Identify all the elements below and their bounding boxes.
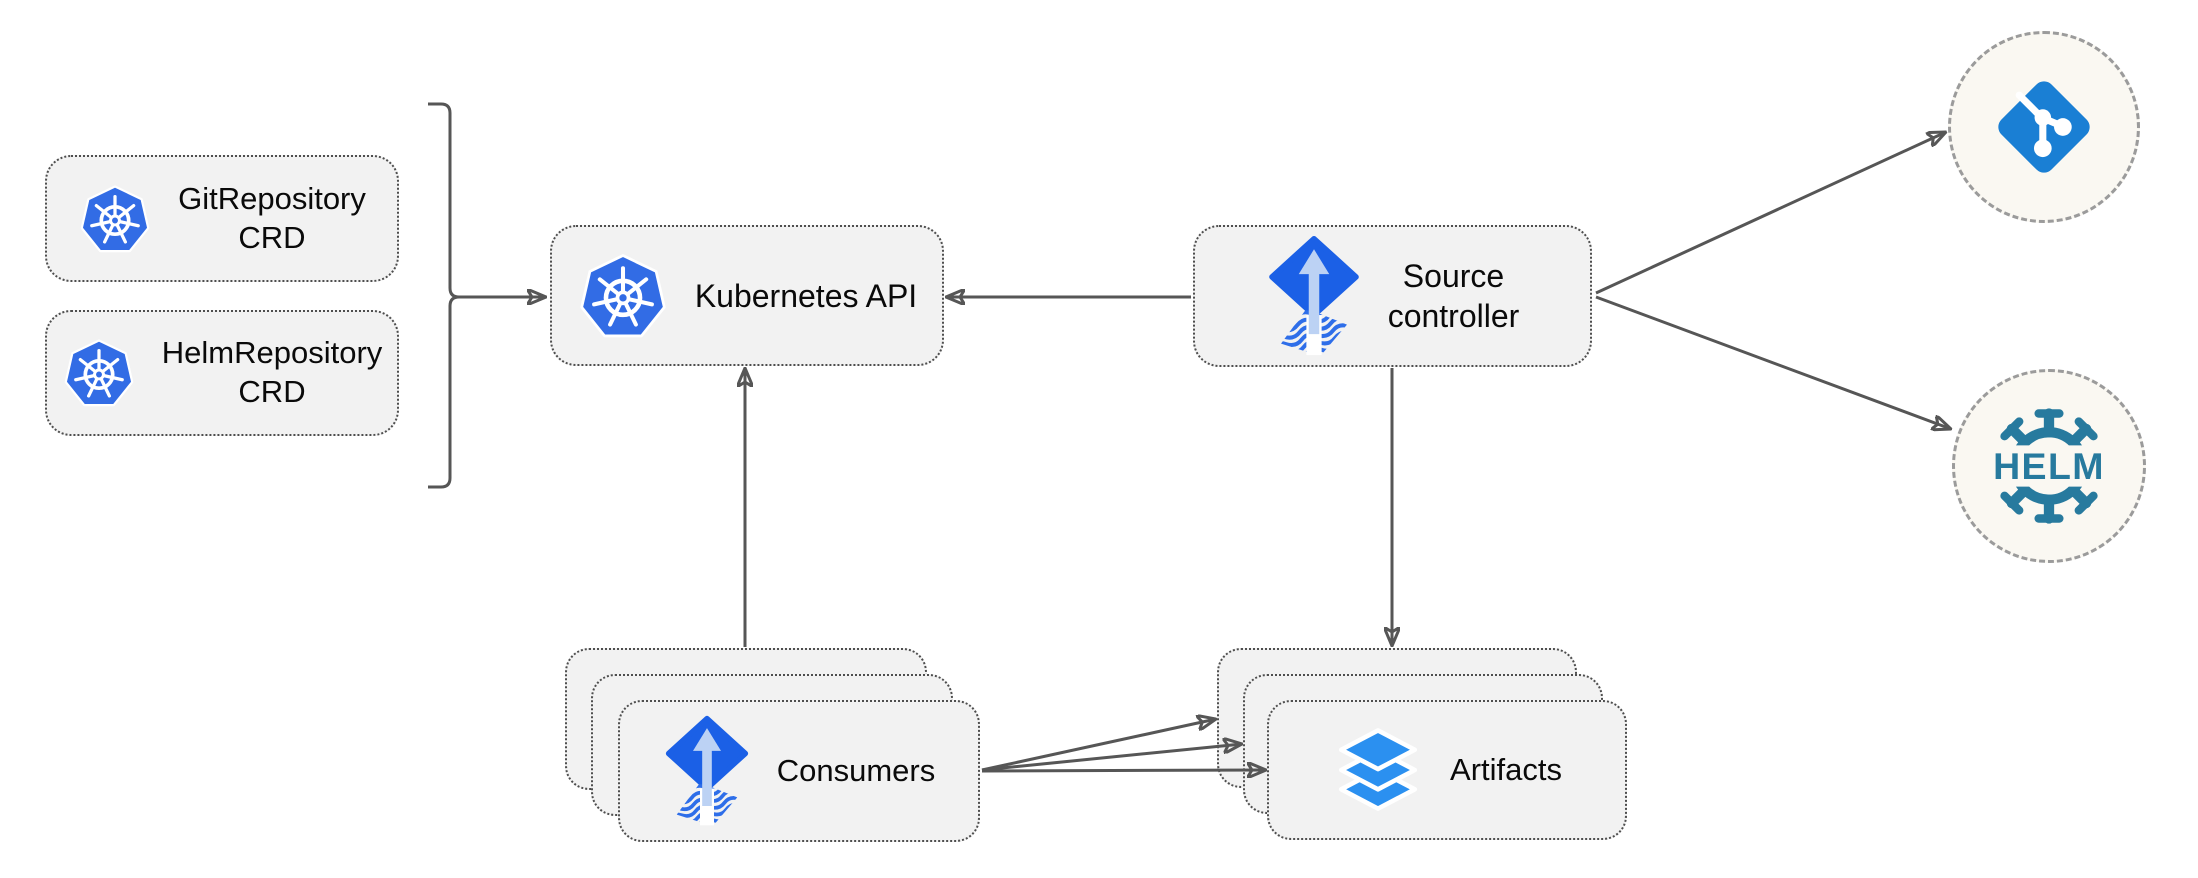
node-kubernetes-api: Kubernetes API xyxy=(550,225,944,366)
helm-icon xyxy=(1974,391,2124,541)
kubernetes-icon xyxy=(577,250,669,342)
flux-source-icon xyxy=(663,715,751,827)
node-git-repository-crd: GitRepository CRD xyxy=(45,155,399,282)
layers-icon xyxy=(1332,724,1424,816)
node-label: HelmRepository CRD xyxy=(161,335,383,409)
node-consumers-stack: Consumers xyxy=(565,648,980,842)
crd-bracket xyxy=(428,102,460,489)
git-icon xyxy=(1985,68,2103,186)
node-label: Source controller xyxy=(1387,258,1520,334)
node-git-endpoint xyxy=(1948,31,2140,223)
kubernetes-icon xyxy=(62,336,136,410)
edge-consumers-to-artifacts-back xyxy=(981,719,1216,772)
node-artifacts: Artifacts xyxy=(1267,700,1627,840)
node-label: Artifacts xyxy=(1450,751,1562,787)
node-artifacts-stack: Artifacts xyxy=(1217,648,1627,840)
node-label: GitRepository CRD xyxy=(178,180,366,255)
node-helm-endpoint xyxy=(1952,369,2146,563)
kubernetes-icon xyxy=(78,182,152,256)
edge-source-to-helm xyxy=(1595,295,1951,429)
edge-consumers-to-artifacts-middle xyxy=(981,744,1242,772)
edge-source-to-git xyxy=(1595,132,1946,295)
node-label: Consumers xyxy=(776,752,936,788)
flux-source-icon xyxy=(1266,235,1362,357)
node-helm-repository-crd: HelmRepository CRD xyxy=(45,310,399,436)
node-source-controller: Source controller xyxy=(1193,225,1592,367)
node-consumers: Consumers xyxy=(618,700,980,842)
node-label: Kubernetes API xyxy=(694,277,918,314)
